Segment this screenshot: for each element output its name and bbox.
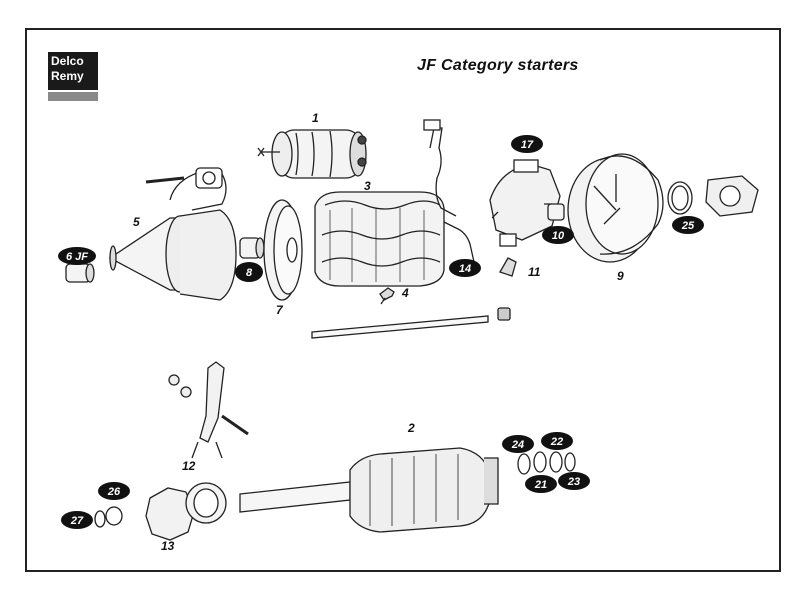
badge-17: 17 — [511, 135, 543, 153]
callout-3: 3 — [364, 179, 371, 193]
badge-24: 24 — [502, 435, 534, 453]
shift-lever-part — [168, 361, 249, 459]
callout-1: 1 — [312, 111, 319, 125]
badge-14: 14 — [449, 259, 481, 277]
callout-12: 12 — [182, 459, 196, 473]
badge-26: 26 — [98, 482, 130, 500]
logo-text-delco: Delco — [51, 54, 84, 68]
armature-part — [239, 447, 499, 533]
end-cap-part — [705, 175, 759, 217]
callout-13: 13 — [161, 539, 175, 553]
badge-25: 25 — [672, 216, 704, 234]
badge-6jf-text: 6 JF — [66, 251, 88, 263]
page-title: JF Category starters — [417, 57, 579, 74]
badge-27-text: 27 — [70, 515, 84, 527]
clip-26-part — [105, 506, 123, 526]
plate-7-part — [263, 199, 303, 301]
badge-26-text: 26 — [107, 486, 121, 498]
drive-end-housing-part — [108, 167, 237, 301]
callout-7: 7 — [276, 303, 284, 317]
callout-9: 9 — [617, 269, 624, 283]
through-bolt-part — [311, 307, 511, 339]
badge-21-text: 21 — [534, 479, 547, 491]
bushing-10-part — [547, 203, 565, 221]
washers-part — [517, 451, 576, 475]
logo-text-remy: Remy — [51, 69, 84, 83]
badge-25-text: 25 — [681, 220, 695, 232]
ring-25-part — [667, 181, 693, 215]
callout-2: 2 — [407, 421, 415, 435]
badge-17-text: 17 — [521, 139, 534, 151]
badge-23-text: 23 — [567, 476, 580, 488]
badge-10: 10 — [542, 226, 574, 244]
logo-bar — [48, 92, 98, 101]
callout-5: 5 — [133, 215, 140, 229]
badge-24-text: 24 — [511, 439, 524, 451]
badge-22-text: 22 — [550, 436, 563, 448]
badge-8: 8 — [235, 262, 263, 282]
bushing-6jf-part — [65, 263, 95, 283]
badge-8-text: 8 — [246, 267, 253, 279]
field-frame-part — [314, 119, 475, 287]
pinion-drive-part — [145, 482, 227, 541]
badge-21: 21 — [525, 475, 557, 493]
logo-background — [48, 52, 98, 90]
badge-27: 27 — [61, 511, 93, 529]
callout-4: 4 — [401, 286, 409, 300]
screw-4-part — [379, 287, 395, 305]
badge-23: 23 — [558, 472, 590, 490]
callout-11: 11 — [528, 265, 541, 279]
bushing-8-part — [239, 237, 265, 259]
badge-22: 22 — [541, 432, 573, 450]
brush-holder-part — [489, 159, 561, 277]
badge-14-text: 14 — [459, 263, 471, 275]
end-frame-part — [567, 153, 664, 263]
delco-remy-logo: Delco Remy — [48, 52, 98, 102]
ring-27-part — [94, 510, 106, 528]
solenoid-part — [257, 129, 367, 179]
badge-6jf: 6 JF — [58, 247, 96, 265]
badge-10-text: 10 — [552, 230, 565, 242]
